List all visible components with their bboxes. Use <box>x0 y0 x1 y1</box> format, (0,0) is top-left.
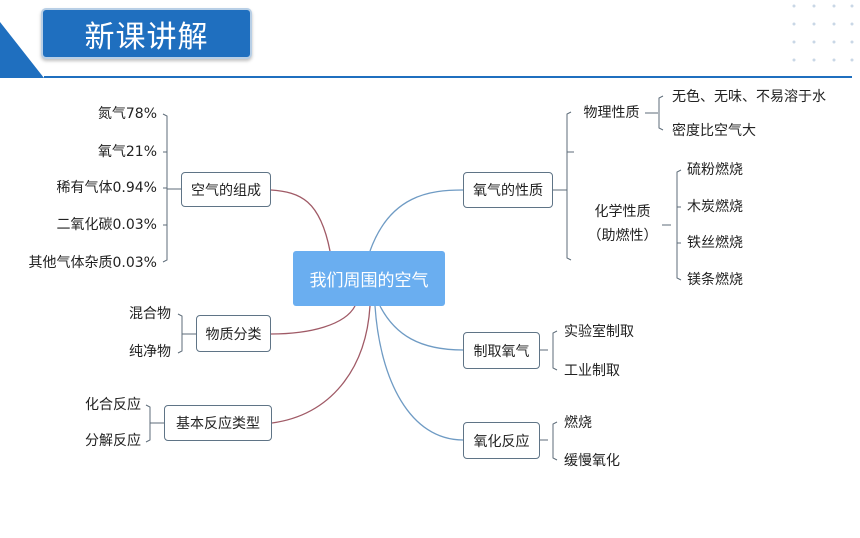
link-center-to-oxygen-properties <box>369 189 464 252</box>
leaf-charcoal-burning: 木炭燃烧 <box>687 199 743 215</box>
branch-label: 物质分类 <box>205 326 262 343</box>
leaf-carbon-dioxide: 二氧化碳0.03% <box>56 217 157 233</box>
branch-substance-classification[interactable]: 物质分类 <box>196 315 271 352</box>
branch-oxygen-preparation[interactable]: 制取氧气 <box>463 332 540 369</box>
bracket-reaction-types <box>145 404 164 443</box>
branch-label: 空气的组成 <box>191 182 261 199</box>
branch-label: 基本反应类型 <box>176 416 260 432</box>
branch-label: 氧化反应 <box>473 433 530 450</box>
chemical-label-line1: 化学性质 <box>594 204 651 220</box>
bracket-physical <box>645 95 664 131</box>
leaf-iron-wire-burning: 铁丝燃烧 <box>687 235 743 251</box>
leaf-combination-reaction: 化合反应 <box>85 397 141 413</box>
chemical-label-line2: （助燃性） <box>587 228 658 244</box>
bracket-oxygen-properties <box>553 111 574 261</box>
bracket-preparation <box>540 330 558 371</box>
leaf-nitrogen: 氮气78% <box>97 106 157 122</box>
leaf-other-gases: 其他气体杂质0.03% <box>28 255 157 271</box>
branch-oxygen-properties[interactable]: 氧气的性质 <box>463 172 553 208</box>
bracket-chemical <box>662 169 682 281</box>
link-center-to-composition <box>270 189 331 252</box>
subnode-physical-properties: 物理性质 <box>583 105 640 121</box>
bracket-composition <box>162 113 181 263</box>
dot-grid-decoration <box>792 4 854 62</box>
leaf-noble-gases: 稀有气体0.94% <box>56 180 157 196</box>
leaf-decomposition-reaction: 分解反应 <box>85 433 141 449</box>
bracket-oxidation <box>540 421 558 461</box>
link-center-to-reaction-types <box>271 305 371 424</box>
link-center-to-oxygen-preparation <box>379 305 464 351</box>
link-center-to-classification <box>270 305 356 335</box>
leaf-oxygen: 氧气21% <box>97 144 157 160</box>
bracket-classification <box>177 313 196 354</box>
link-center-to-oxidation <box>374 305 464 441</box>
leaf-sulfur-burning: 硫粉燃烧 <box>687 162 743 178</box>
branch-reaction-types[interactable]: 基本反应类型 <box>164 405 272 441</box>
center-topic-label: 我们周围的空气 <box>309 271 429 291</box>
leaf-industrial-preparation: 工业制取 <box>564 363 620 379</box>
center-topic[interactable]: 我们周围的空气 <box>293 251 445 306</box>
branch-label: 氧气的性质 <box>473 183 543 199</box>
page-title: 新课讲解 <box>84 19 209 55</box>
leaf-slow-oxidation: 缓慢氧化 <box>564 453 620 469</box>
leaf-pure-substance: 纯净物 <box>129 344 171 360</box>
branch-oxidation-reaction[interactable]: 氧化反应 <box>463 422 540 459</box>
leaf-physical-appearance: 无色、无味、不易溶于水 <box>672 89 826 105</box>
leaf-magnesium-burning: 镁条燃烧 <box>687 272 743 288</box>
leaf-combustion: 燃烧 <box>564 415 592 431</box>
leaf-mixture: 混合物 <box>129 306 171 322</box>
branch-air-composition[interactable]: 空气的组成 <box>181 172 271 207</box>
branch-label: 制取氧气 <box>473 343 530 360</box>
leaf-physical-density: 密度比空气大 <box>672 123 756 139</box>
header-band <box>0 4 854 78</box>
leaf-lab-preparation: 实验室制取 <box>564 324 634 340</box>
title-banner: 新课讲解 <box>41 8 252 59</box>
corner-triangle <box>0 22 44 78</box>
subnode-chemical-properties: 化学性质 （助燃性） <box>583 202 662 246</box>
